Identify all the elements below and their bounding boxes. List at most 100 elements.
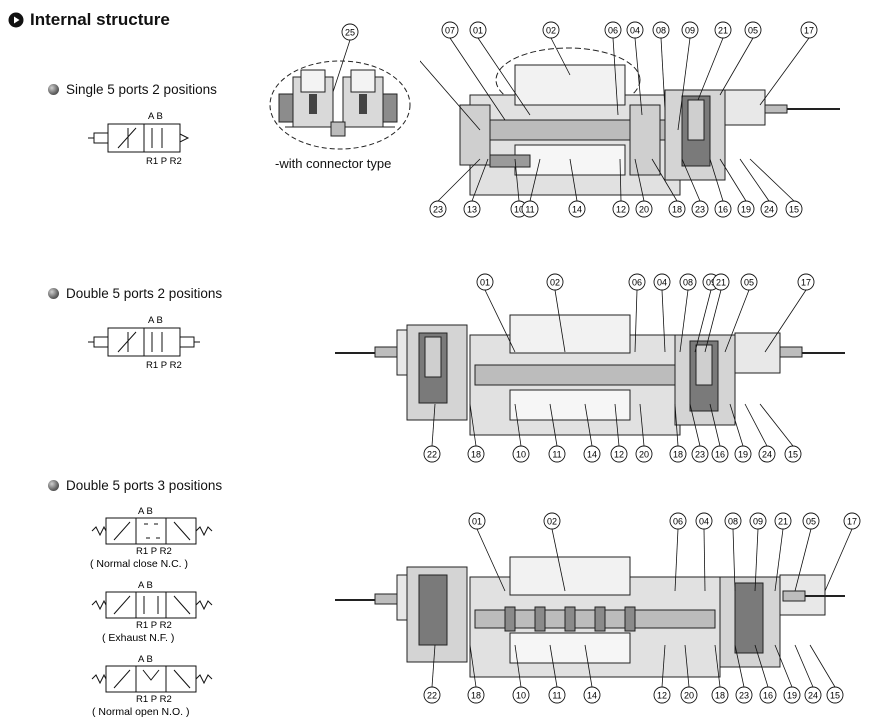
callout-leader [514, 158, 520, 202]
callout-leader [754, 644, 769, 688]
callout-circle [463, 200, 481, 218]
callout-number: 22 [427, 691, 437, 701]
callout-leader [549, 403, 558, 447]
callout-circle [843, 512, 861, 530]
callout-leader [774, 528, 784, 592]
callout-number: 12 [614, 450, 624, 460]
callout-number: 05 [744, 278, 754, 288]
callout-leader [709, 158, 724, 202]
symbol-ports-top: A B [138, 580, 153, 591]
callout-number: 18 [471, 691, 481, 701]
symbol-ports-bottom: R1 P R2 [136, 694, 172, 705]
callout-circle [521, 200, 539, 218]
callout-number: 23 [695, 450, 705, 460]
callout-circle [797, 273, 815, 291]
callout-number: 21 [778, 517, 788, 527]
symbol-ports-bottom: R1 P R2 [146, 360, 182, 371]
callout-leader [549, 644, 558, 688]
callout-circle [469, 21, 487, 39]
callout-number: 10 [514, 205, 524, 215]
connector-inset: 25 [269, 23, 411, 150]
callout-leader [674, 403, 679, 447]
callout-leader [744, 403, 768, 447]
callout-number: 16 [715, 450, 725, 460]
callout-leader [614, 403, 620, 447]
callout-number: 11 [552, 691, 561, 701]
callout-number: 23 [433, 205, 443, 215]
callout-number: 14 [587, 450, 597, 460]
callout-leader [734, 644, 745, 688]
callout-leader [694, 289, 712, 353]
callout-circle [785, 200, 803, 218]
callout-number: 12 [657, 691, 667, 701]
callout-circle [740, 273, 758, 291]
callout-leader [794, 528, 812, 592]
callout-number: 24 [808, 691, 818, 701]
callout-circle [467, 445, 485, 463]
callout-leader [584, 644, 593, 688]
callout-number: 22 [427, 450, 437, 460]
callout-leader [729, 403, 744, 447]
callout-leader [704, 289, 722, 353]
callout-leader [431, 403, 436, 447]
callout-number: 19 [741, 205, 751, 215]
callout-circle [441, 21, 459, 39]
symbol-3pos-nc: A B R1 P R2 ( Normal close N.C. ) [90, 506, 213, 570]
callout-number: 17 [847, 517, 857, 527]
callout-circle [583, 445, 601, 463]
callout-circle [760, 200, 778, 218]
callout-leader [469, 644, 477, 688]
callout-leader [437, 158, 481, 202]
callout-leader [709, 403, 721, 447]
callout-number: 23 [695, 205, 705, 215]
callout-number: 17 [801, 278, 811, 288]
callout-number: 20 [639, 450, 649, 460]
callout-circle [737, 200, 755, 218]
callout-circle [669, 445, 687, 463]
callout-number: 01 [472, 517, 482, 527]
callout-leader [714, 644, 721, 688]
callout-leader [809, 644, 836, 688]
callout-leader [754, 528, 759, 592]
callout-number: 24 [764, 205, 774, 215]
callout-circle [826, 686, 844, 704]
callout-circle [711, 686, 729, 704]
callout-circle [652, 21, 670, 39]
callout-leader [774, 644, 793, 688]
callout-number: 08 [683, 278, 693, 288]
callout-leader [719, 158, 747, 202]
callout-leader [679, 289, 689, 353]
bullet-icon [48, 84, 59, 95]
callout-circle [744, 21, 762, 39]
callout-circle [429, 200, 447, 218]
callout-circle [711, 445, 729, 463]
callout-number: 15 [830, 691, 840, 701]
section-double3: Double 5 ports 3 positions [48, 478, 222, 493]
callout-circle [691, 445, 709, 463]
callout-number: 18 [672, 205, 682, 215]
callout-leader [551, 528, 566, 592]
callout-circle [476, 273, 494, 291]
callout-number: 09 [706, 278, 716, 288]
callout-leader [739, 158, 770, 202]
callout-leader [681, 158, 701, 202]
symbol-ports-top: A B [138, 654, 153, 665]
callout-leader [634, 289, 638, 353]
callout-circle [610, 445, 628, 463]
symbol-single: A B R1 P R2 [88, 111, 190, 167]
callout-leader [794, 644, 814, 688]
symbol-ports-bottom: R1 P R2 [146, 156, 182, 167]
page-title-text: Internal structure [30, 10, 170, 29]
callout-circle [583, 686, 601, 704]
callout-circle [653, 686, 671, 704]
callout-circle [635, 445, 653, 463]
callout-number: 06 [632, 278, 642, 288]
callout-number: 18 [673, 450, 683, 460]
callout-number: 17 [804, 26, 814, 36]
callout-number: 10 [516, 691, 526, 701]
section-double2-label: Double 5 ports 2 positions [66, 286, 223, 301]
callout-number: 04 [657, 278, 667, 288]
callout-circle [735, 686, 753, 704]
callout-leader [724, 289, 750, 353]
